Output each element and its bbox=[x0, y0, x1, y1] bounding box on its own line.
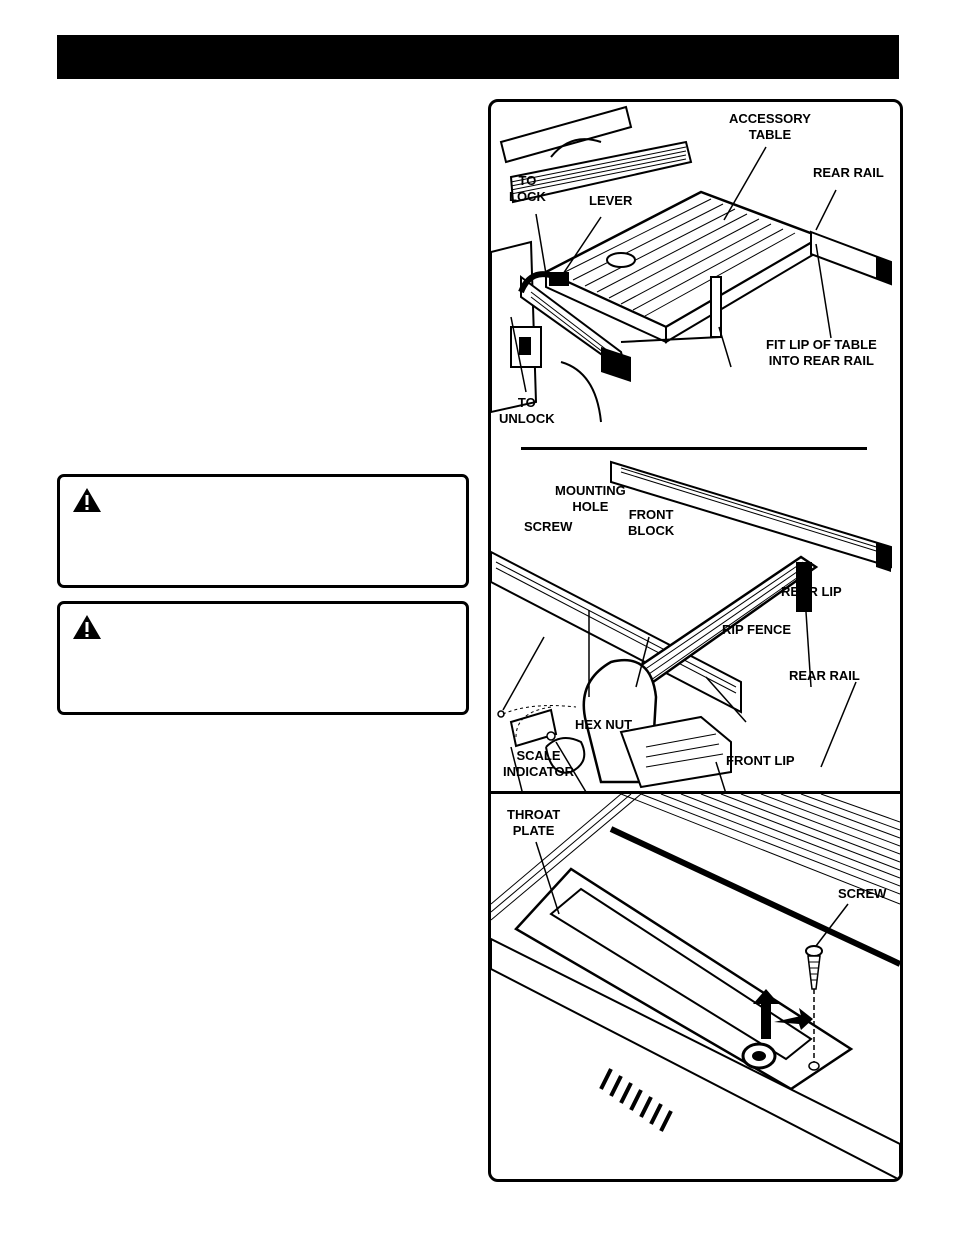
label-rear-rail-1: REAR RAIL bbox=[813, 165, 884, 180]
label-accessory-table: ACCESSORY TABLE bbox=[729, 111, 811, 142]
label-mounting-hole: MOUNTING HOLE bbox=[555, 483, 626, 514]
figures-frame: ACCESSORY TABLE REAR RAIL TO LOCK LEVER … bbox=[488, 99, 903, 1182]
warning-triangle-icon bbox=[73, 615, 101, 639]
label-lever: LEVER bbox=[589, 193, 633, 208]
rip-fence-illustration bbox=[491, 460, 892, 792]
label-scale-indicator: SCALE INDICATOR bbox=[503, 748, 575, 779]
figure-divider-frame bbox=[491, 791, 900, 794]
label-rear-rail-2: REAR RAIL bbox=[789, 668, 860, 683]
label-front-lip: FRONT LIP bbox=[726, 753, 795, 768]
label-throat-plate: THROAT PLATE bbox=[507, 807, 561, 838]
label-rip-fence: RIP FENCE bbox=[722, 622, 792, 637]
label-front-block: FRONT BLOCK bbox=[628, 507, 675, 538]
label-screw-2: SCREW bbox=[524, 519, 573, 534]
warning-box-2 bbox=[57, 601, 469, 715]
figure-divider-line bbox=[521, 447, 867, 450]
warning-box-1 bbox=[57, 474, 469, 588]
page-header-bar bbox=[57, 35, 899, 79]
label-screw-3: SCREW bbox=[838, 886, 887, 901]
throat-plate-illustration bbox=[491, 794, 900, 1179]
label-to-unlock: TO UNLOCK bbox=[499, 395, 555, 426]
warning-triangle-icon bbox=[73, 488, 101, 512]
label-to-lock: TO LOCK bbox=[509, 173, 546, 204]
label-rear-lip: REAR LIP bbox=[781, 584, 842, 599]
label-fit-lip: FIT LIP OF TABLE INTO REAR RAIL bbox=[766, 337, 877, 368]
label-hex-nut: HEX NUT bbox=[575, 717, 633, 732]
accessory-table-illustration bbox=[491, 105, 892, 423]
